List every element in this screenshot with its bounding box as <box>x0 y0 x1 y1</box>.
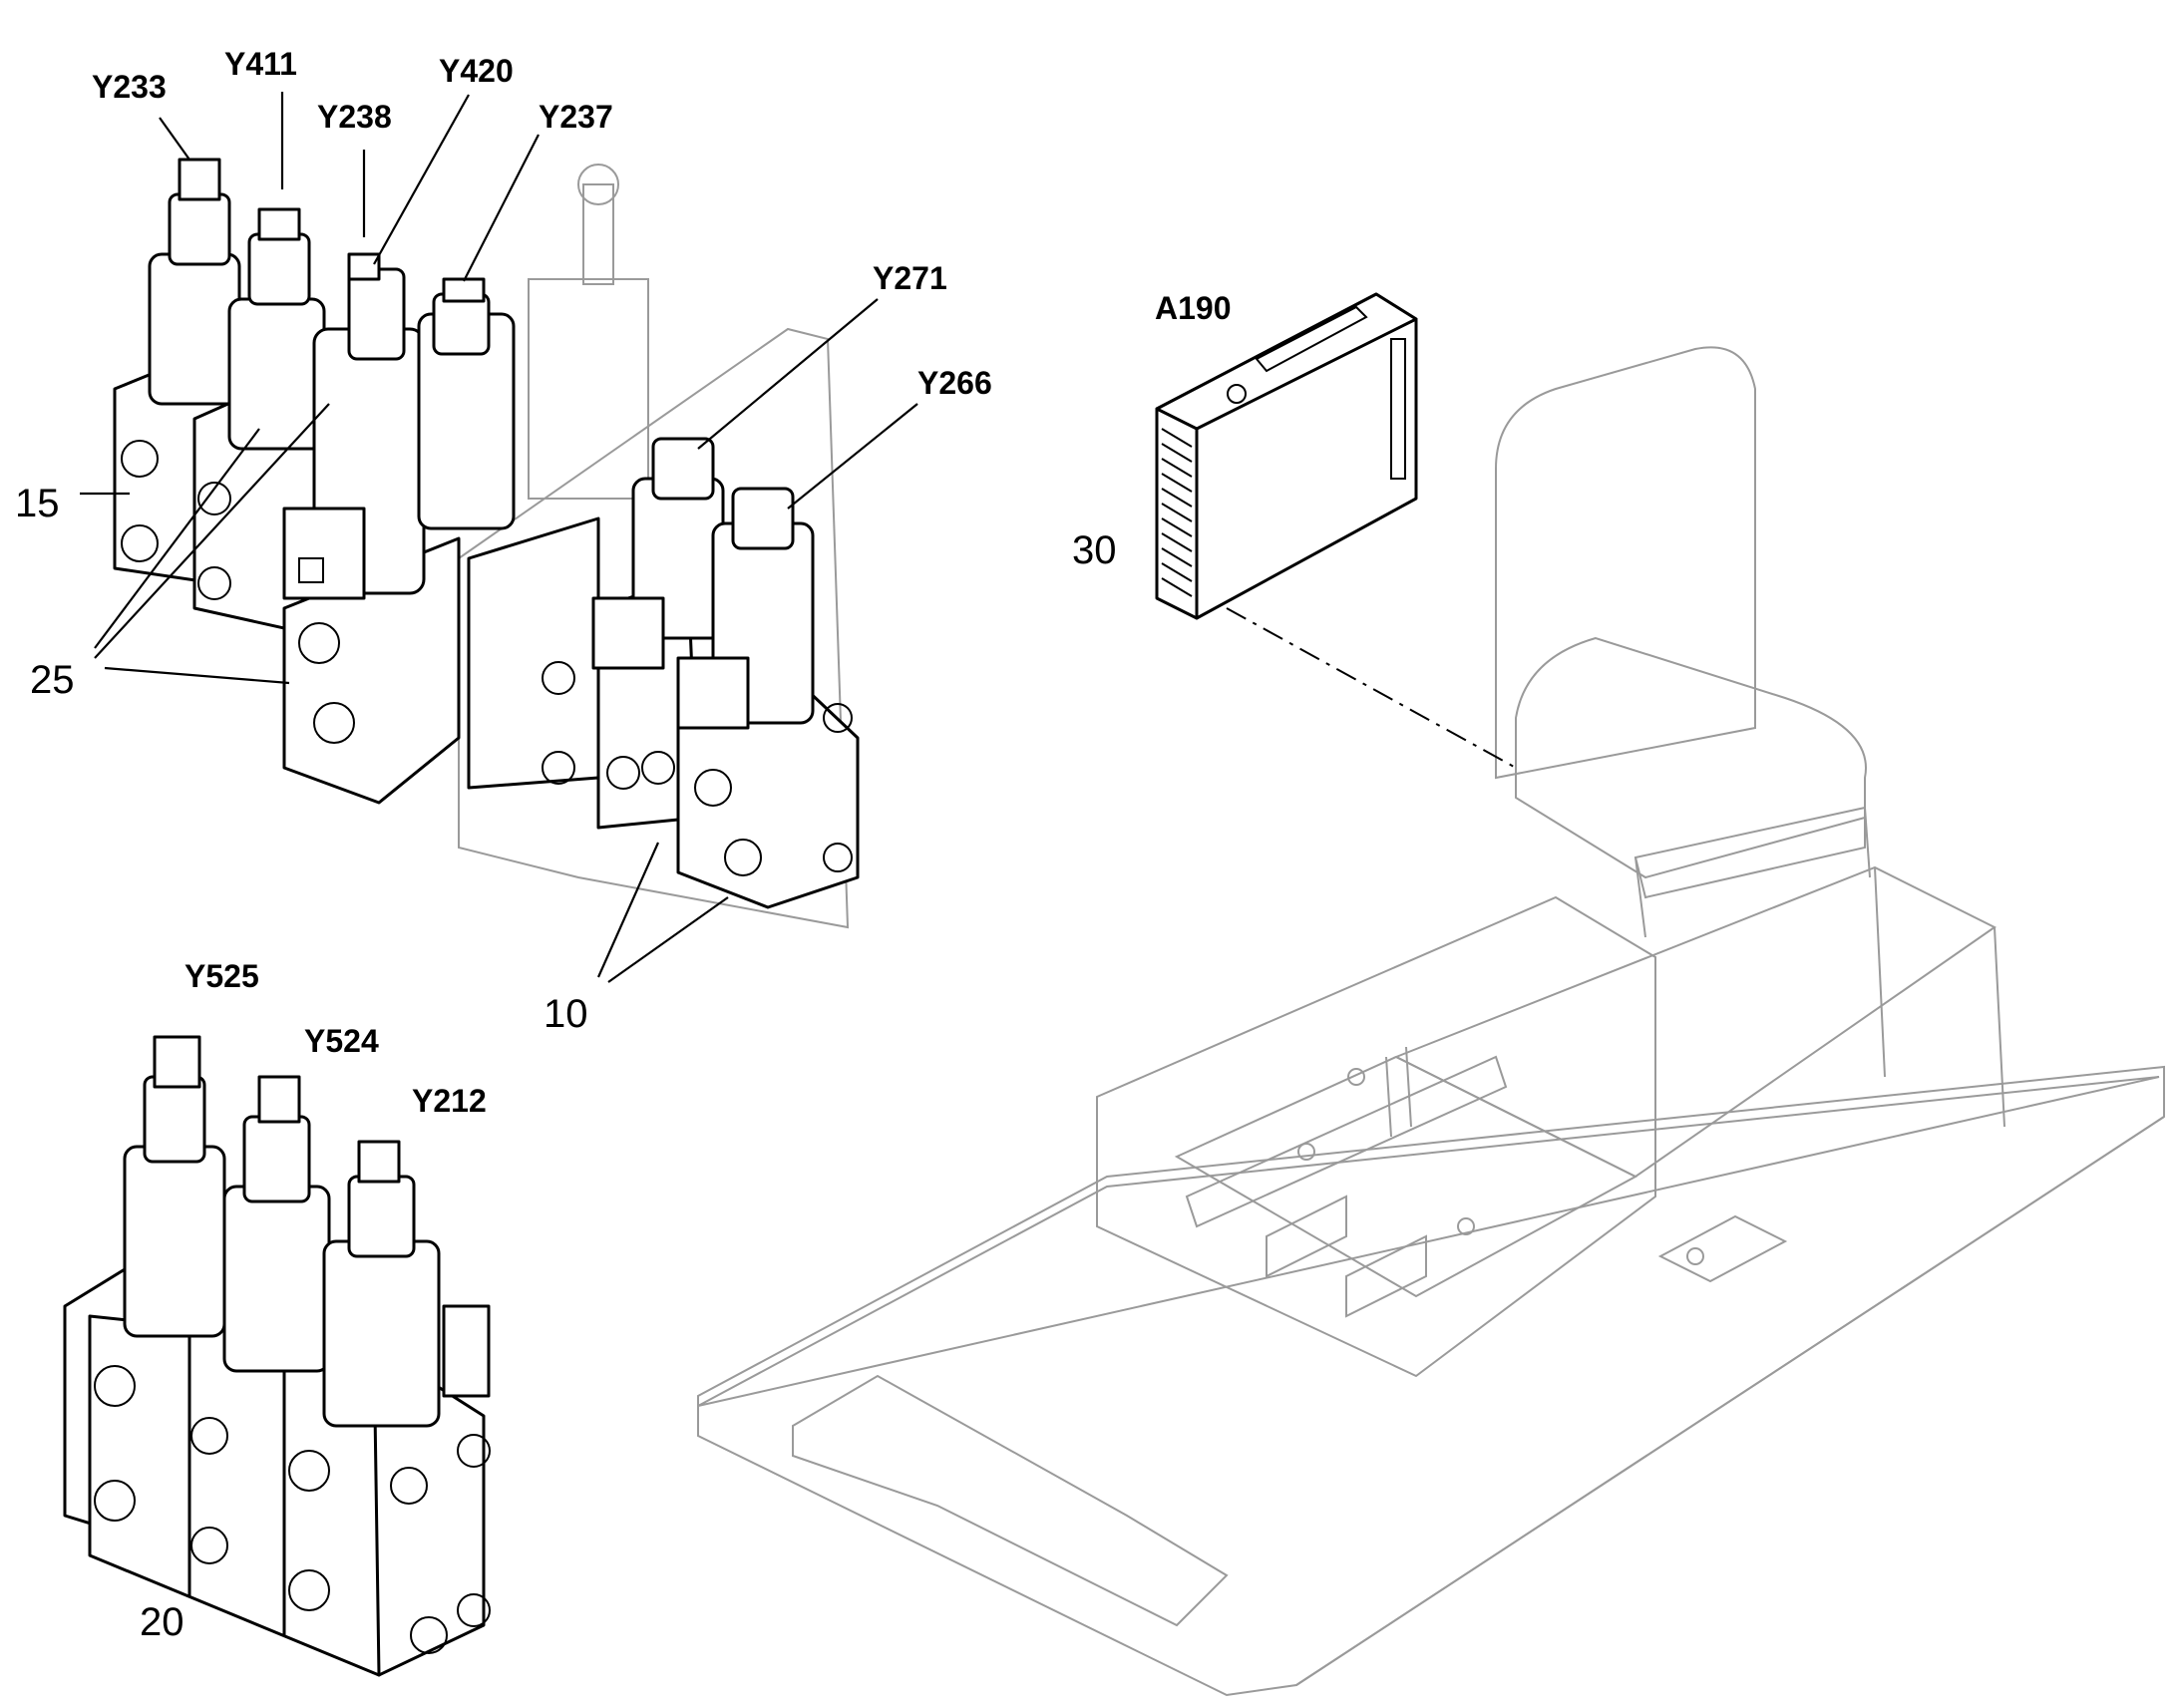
mounting-line <box>1226 607 1517 769</box>
label-y237: Y237 <box>539 99 613 135</box>
label-y212: Y212 <box>412 1083 487 1119</box>
label-y271: Y271 <box>873 260 947 296</box>
label-item-15: 15 <box>15 482 60 525</box>
operator-seat <box>1495 346 1871 938</box>
label-y420: Y420 <box>439 53 514 89</box>
part-labels: Y233 Y411 Y238 Y420 Y237 Y271 Y266 A190 … <box>15 46 1232 1644</box>
label-item-10: 10 <box>544 992 588 1036</box>
label-y411: Y411 <box>224 46 297 82</box>
seat-console <box>1096 865 2005 1378</box>
label-y266: Y266 <box>917 365 992 401</box>
floor-plate <box>697 1065 2165 1697</box>
label-y525: Y525 <box>184 958 259 994</box>
label-item-30: 30 <box>1072 528 1117 572</box>
control-unit-a190 <box>1155 292 1418 620</box>
valve-block-group-lower <box>63 1035 491 1677</box>
label-item-20: 20 <box>140 1600 184 1644</box>
label-item-25: 25 <box>30 658 75 702</box>
valve-block-group-upper <box>113 158 860 929</box>
label-a190: A190 <box>1155 290 1232 326</box>
heat-sink-fins <box>1161 428 1193 597</box>
leader-lines <box>80 92 918 983</box>
label-y238: Y238 <box>317 99 392 135</box>
label-y524: Y524 <box>304 1023 379 1059</box>
label-y233: Y233 <box>92 69 167 105</box>
